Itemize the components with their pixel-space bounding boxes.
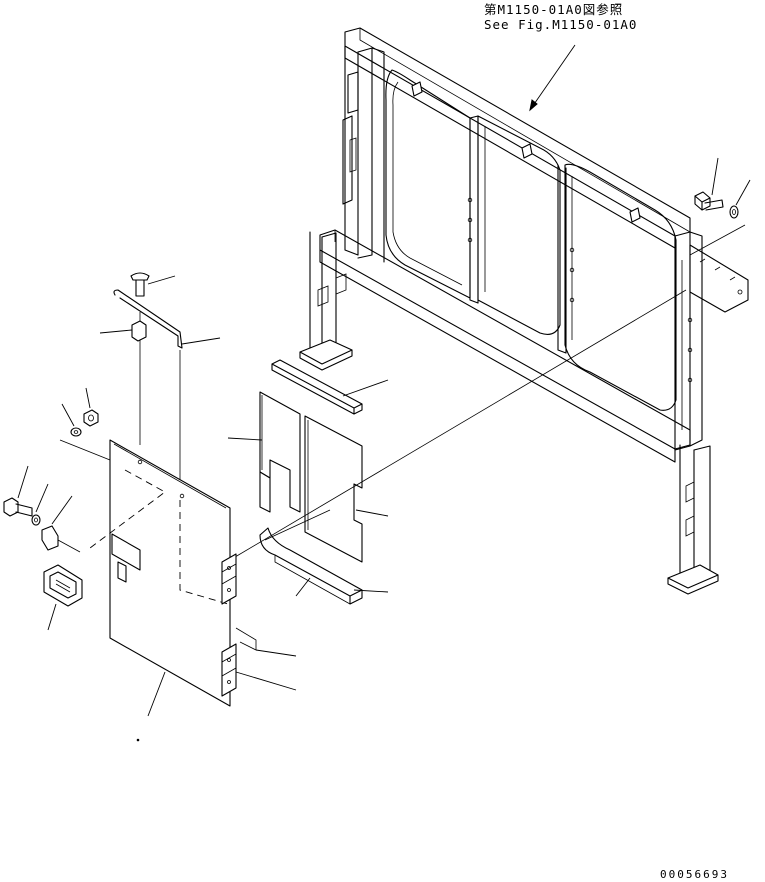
frame-assembly (299, 27, 749, 595)
latch (43, 564, 83, 607)
reference-leader (529, 44, 576, 111)
washer (31, 514, 41, 526)
insulation-pad (304, 415, 363, 563)
bolt (3, 497, 33, 517)
bracket (131, 320, 147, 342)
insulation-pad (259, 391, 301, 513)
washer (729, 205, 739, 219)
seal-strip (271, 359, 363, 415)
bolt (130, 272, 150, 297)
nut (83, 409, 99, 427)
bolt (694, 191, 724, 211)
figure-reference-japanese: 第M1150-01A0図参照 (484, 2, 624, 17)
hinge (221, 643, 237, 697)
drawing-number: 00056693 (660, 868, 729, 881)
hinge (221, 553, 237, 605)
bracket (41, 525, 59, 551)
washer (70, 427, 82, 437)
figure-reference-english: See Fig.M1150-01A0 (484, 17, 638, 32)
seal-strip (259, 527, 363, 605)
cover-panel (89, 439, 231, 707)
